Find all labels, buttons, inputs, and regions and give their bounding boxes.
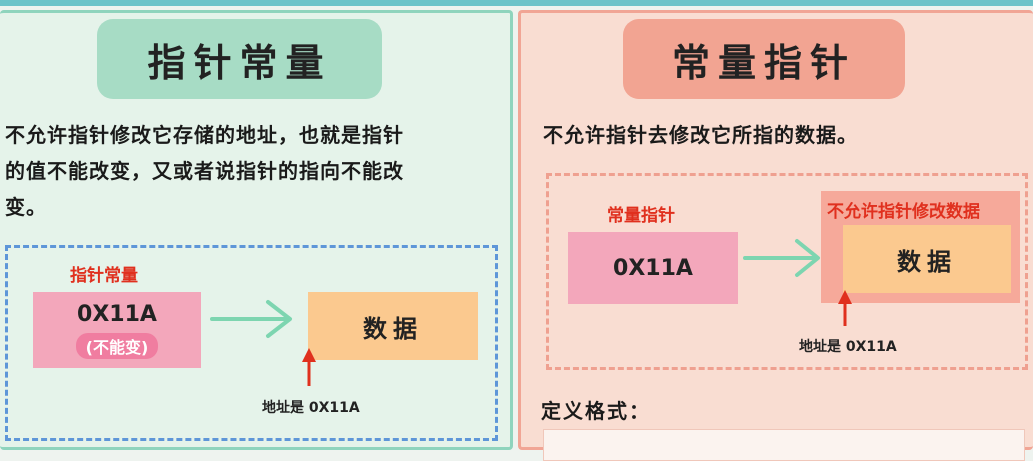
address-caption: 地址是 0X11A bbox=[262, 400, 360, 416]
data-box: 数据 bbox=[308, 292, 478, 360]
description-line-2: 的值不能改变，又或者说指针的指向不能改 bbox=[5, 159, 404, 183]
cannot-change-badge: (不能变) bbox=[75, 332, 159, 359]
constant-pointer-diagram-frame bbox=[546, 173, 1028, 370]
points-to-arrow-left bbox=[210, 300, 292, 338]
address-up-arrow-right bbox=[838, 290, 852, 326]
pointer-box: 0X11A (不能变) bbox=[33, 292, 201, 368]
pointer-constant-title: 指针常量 bbox=[97, 19, 382, 99]
description-line-3: 变。 bbox=[5, 195, 47, 219]
pointer-constant-label: 指针常量 bbox=[70, 266, 138, 286]
constant-pointer-label: 常量指针 bbox=[607, 206, 675, 226]
address-caption: 地址是 0X11A bbox=[799, 339, 897, 355]
points-to-arrow-right bbox=[743, 239, 820, 277]
description-line-1: 不允许指针修改它存储的地址，也就是指针 bbox=[5, 123, 404, 147]
pointer-constant-description: 不允许指针修改它存储的地址，也就是指针 的值不能改变，又或者说指针的指向不能改 … bbox=[5, 117, 495, 225]
forbid-modify-label: 不允许指针修改数据 bbox=[827, 202, 980, 222]
pointer-address-value: 0X11A bbox=[77, 301, 157, 327]
constant-pointer-panel: 常量指针 不允许指针去修改它所指的数据。 常量指针 0X11A 不允许指针修改数… bbox=[518, 10, 1033, 461]
constant-pointer-title: 常量指针 bbox=[623, 19, 905, 99]
diagram-arrows bbox=[210, 239, 852, 386]
pointer-box: 0X11A bbox=[568, 232, 738, 304]
pointer-constant-panel: 指针常量 不允许指针修改它存储的地址，也就是指针 的值不能改变，又或者说指针的指… bbox=[0, 10, 513, 450]
data-box: 数据 bbox=[843, 225, 1011, 293]
top-accent-bar bbox=[0, 0, 1033, 6]
constant-pointer-description: 不允许指针去修改它所指的数据。 bbox=[543, 123, 858, 147]
definition-format-label: 定义格式： bbox=[541, 399, 651, 423]
address-up-arrow-left bbox=[302, 348, 316, 386]
